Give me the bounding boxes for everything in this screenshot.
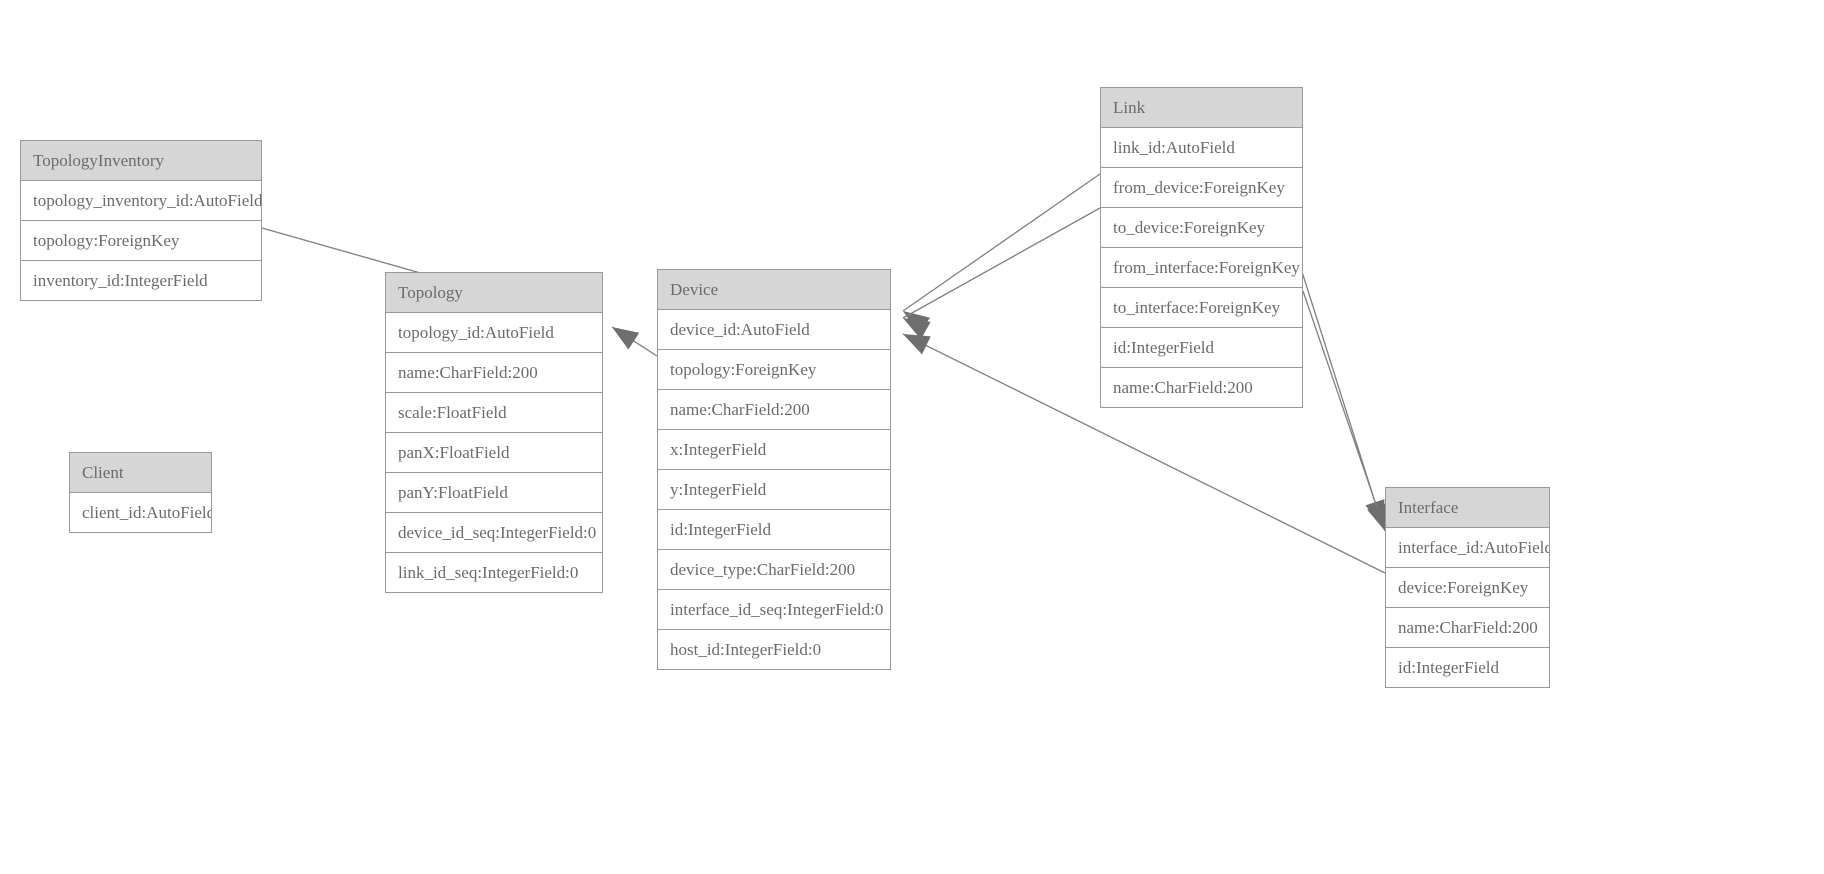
entity-field-row[interactable]: host_id:IntegerField:0 [658, 630, 890, 669]
entity-field-row[interactable]: device_id:AutoField [658, 310, 890, 350]
entity-field-row[interactable]: inventory_id:IntegerField [21, 261, 261, 300]
entity-field-row[interactable]: x:IntegerField [658, 430, 890, 470]
entity-field-row[interactable]: device_type:CharField:200 [658, 550, 890, 590]
entity-title-topology: Topology [386, 273, 602, 313]
entity-title-client: Client [70, 453, 211, 493]
entity-field-row[interactable]: panX:FloatField [386, 433, 602, 473]
entity-field-row[interactable]: client_id:AutoField [70, 493, 211, 532]
relationship-arrowhead-device-topology [612, 327, 640, 350]
entity-field-row[interactable]: interface_id:AutoField [1386, 528, 1549, 568]
entity-field-row[interactable]: device:ForeignKey [1386, 568, 1549, 608]
entity-field-row[interactable]: interface_id_seq:IntegerField:0 [658, 590, 890, 630]
entity-field-row[interactable]: panY:FloatField [386, 473, 602, 513]
relationship-arrowhead-link-fromdevice-device [903, 311, 931, 335]
entity-field-row[interactable]: link_id:AutoField [1101, 128, 1302, 168]
entity-field-row[interactable]: topology_inventory_id:AutoField [21, 181, 261, 221]
entity-title-interface: Interface [1386, 488, 1549, 528]
entity-field-row[interactable]: scale:FloatField [386, 393, 602, 433]
entity-field-row[interactable]: to_device:ForeignKey [1101, 208, 1302, 248]
entity-field-row[interactable]: id:IntegerField [1101, 328, 1302, 368]
relationship-line-link-tointerface-interface [1302, 290, 1386, 532]
entity-field-row[interactable]: name:CharField:200 [658, 390, 890, 430]
entity-field-row[interactable]: name:CharField:200 [386, 353, 602, 393]
entity-field-row[interactable]: from_interface:ForeignKey [1101, 248, 1302, 288]
entity-field-row[interactable]: to_interface:ForeignKey [1101, 288, 1302, 328]
entity-title-link: Link [1101, 88, 1302, 128]
relationship-line-link-frominterface-interface [1296, 255, 1384, 528]
entity-field-row[interactable]: link_id_seq:IntegerField:0 [386, 553, 602, 592]
entity-field-row[interactable]: name:CharField:200 [1386, 608, 1549, 648]
relationship-line-device-topology [611, 326, 658, 357]
entity-field-row[interactable]: from_device:ForeignKey [1101, 168, 1302, 208]
entity-title-device: Device [658, 270, 890, 310]
relationship-line-link-fromdevice-device [902, 173, 1101, 312]
relationship-line-link-todevice-device [902, 207, 1101, 319]
entity-field-row[interactable]: name:CharField:200 [1101, 368, 1302, 407]
relationship-arrowhead-link-todevice-device [903, 318, 931, 340]
relationship-arrowhead-interface-device [903, 334, 931, 355]
entity-field-row[interactable]: id:IntegerField [658, 510, 890, 550]
entity-field-row[interactable]: id:IntegerField [1386, 648, 1549, 687]
entity-field-row[interactable]: topology:ForeignKey [21, 221, 261, 261]
entity-field-row[interactable]: topology:ForeignKey [658, 350, 890, 390]
entity-title-topology-inventory: TopologyInventory [21, 141, 261, 181]
entity-field-row[interactable]: device_id_seq:IntegerField:0 [386, 513, 602, 553]
entity-field-row[interactable]: y:IntegerField [658, 470, 890, 510]
entity-field-row[interactable]: topology_id:AutoField [386, 313, 602, 353]
